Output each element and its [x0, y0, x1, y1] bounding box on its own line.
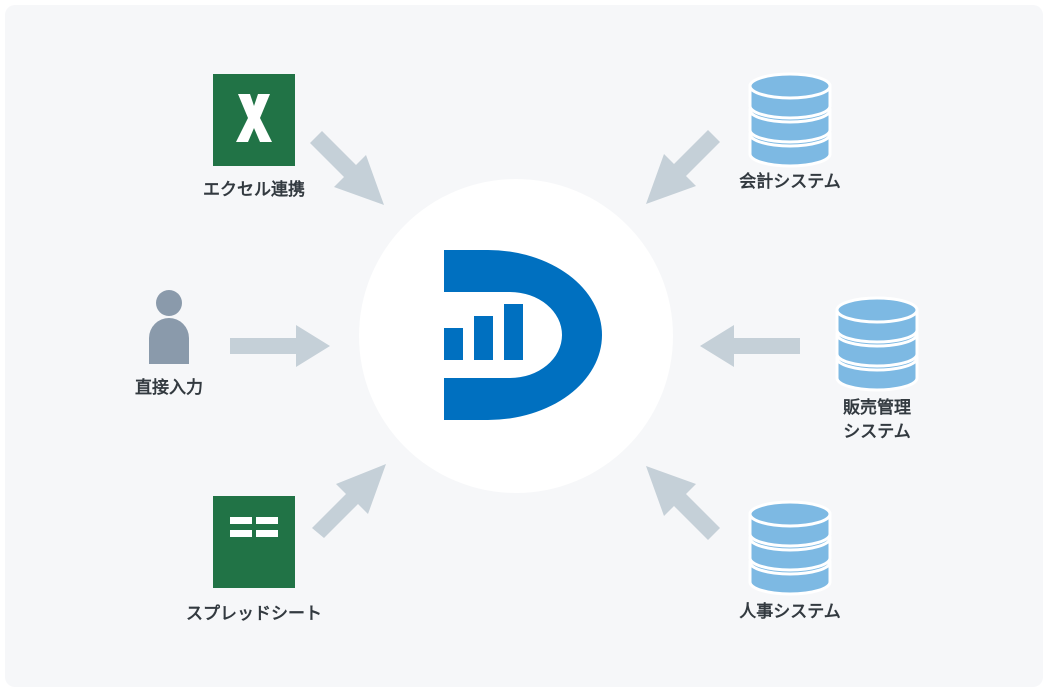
spreadsheet-icon: [213, 496, 295, 588]
label-sales-line-1: 販売管理: [843, 398, 911, 418]
dataflow-d-logo-icon: [444, 250, 602, 420]
label-manual: 直接入力: [135, 378, 203, 398]
database-icon: [748, 500, 832, 596]
source-hr: [748, 500, 832, 596]
arrow-spreadsheet-to-hub: [312, 464, 386, 538]
arrow-accounting-to-hub: [646, 130, 720, 204]
database-icon: [835, 296, 919, 392]
hub: [359, 179, 673, 493]
source-sales: [835, 296, 919, 392]
arrow-excel-to-hub: [310, 131, 384, 205]
label-sales: 販売管理 システム: [807, 396, 947, 444]
label-accounting: 会計システム: [739, 172, 841, 192]
source-spreadsheet: [213, 496, 295, 588]
arrow-sales-to-hub: [700, 325, 800, 367]
excel-icon: [213, 74, 295, 166]
label-spreadsheet: スプレッドシート: [186, 604, 322, 624]
label-hr: 人事システム: [739, 602, 841, 622]
arrows: [230, 130, 800, 540]
arrow-hr-to-hub: [646, 466, 720, 540]
arrow-manual-to-hub: [230, 325, 330, 367]
label-excel: エクセル連携: [203, 180, 305, 200]
database-icon: [748, 72, 832, 168]
source-manual: [149, 290, 189, 364]
label-sales-line-2: システム: [843, 422, 911, 442]
source-accounting: [748, 72, 832, 168]
person-icon: [149, 290, 189, 364]
source-excel: [213, 74, 295, 166]
